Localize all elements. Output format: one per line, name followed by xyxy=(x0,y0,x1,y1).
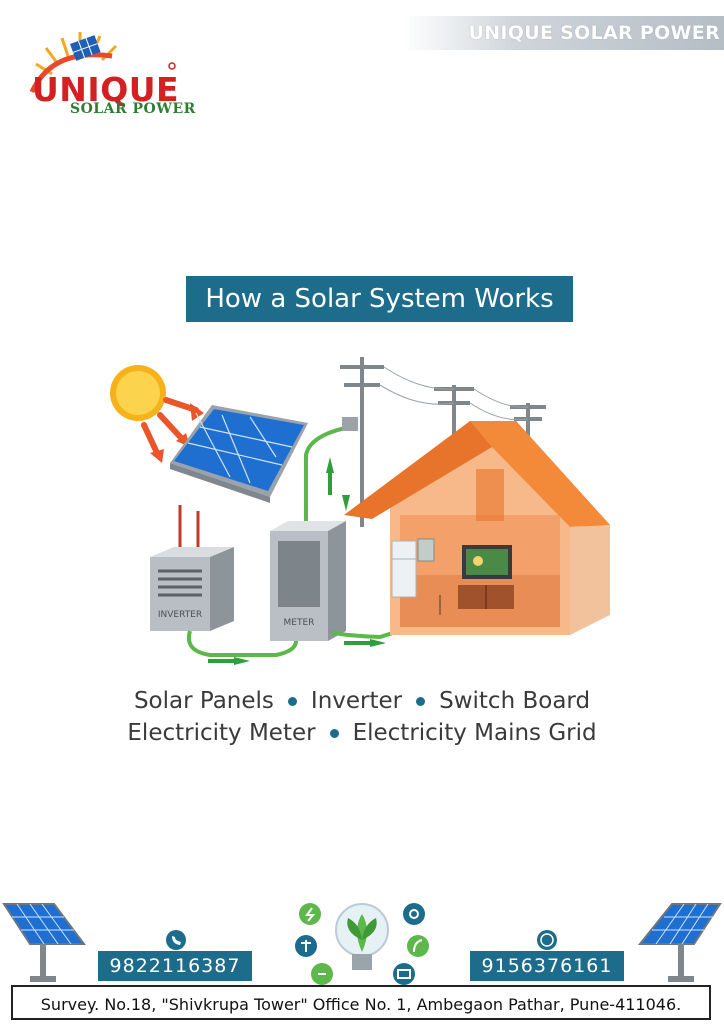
logo: UNIQUE SOLAR POWER xyxy=(22,26,212,117)
logo-word: UNIQUE xyxy=(32,70,180,109)
phone-number-right[interactable]: 9156376161 xyxy=(470,951,624,981)
leaf-icon xyxy=(407,935,429,957)
meter-label: METER xyxy=(284,618,315,628)
legend-line-1: Solar Panels Inverter Switch Board xyxy=(0,688,724,714)
page-title: How a Solar System Works xyxy=(186,276,573,322)
legend-solar-panels: Solar Panels xyxy=(133,688,274,714)
logo-subtitle: SOLAR POWER xyxy=(70,101,196,117)
solar-panel-icon xyxy=(170,405,308,503)
banner-text: UNIQUE SOLAR POWER xyxy=(468,22,720,44)
meter-icon: METER xyxy=(270,521,346,641)
solar-panel-icon xyxy=(2,903,86,982)
legend-inverter: Inverter xyxy=(310,688,403,714)
screen-icon xyxy=(393,963,415,985)
top-banner: UNIQUE SOLAR POWER xyxy=(404,16,724,50)
legend-line-2: Electricity Meter Electricity Mains Grid xyxy=(0,720,724,746)
inverter-icon: INVERTER xyxy=(150,547,234,631)
logo-sun-icon xyxy=(29,32,176,94)
bulb-icon xyxy=(335,903,389,970)
solar-system-illustration: INVERTER METER xyxy=(110,357,610,665)
inverter-label: INVERTER xyxy=(158,610,202,620)
sun-icon xyxy=(403,903,425,925)
legend-switch-board: Switch Board xyxy=(439,688,591,714)
eco-icons xyxy=(295,903,429,985)
legend-mains-grid: Electricity Mains Grid xyxy=(352,720,597,746)
phone-number-left[interactable]: 9822116387 xyxy=(98,951,252,981)
house-icon xyxy=(344,421,610,635)
legend-electricity-meter: Electricity Meter xyxy=(127,720,316,746)
solar-panel-icon xyxy=(637,903,722,982)
legend-bullet xyxy=(329,729,339,738)
legend-bullet xyxy=(416,697,426,706)
legend-bullet xyxy=(287,697,297,706)
address-bar: Survey. No.18, "Shivkrupa Tower" Office … xyxy=(11,985,711,1020)
sun-icon xyxy=(110,365,166,421)
whatsapp-icon xyxy=(537,930,557,950)
footer-illustration xyxy=(2,903,722,985)
